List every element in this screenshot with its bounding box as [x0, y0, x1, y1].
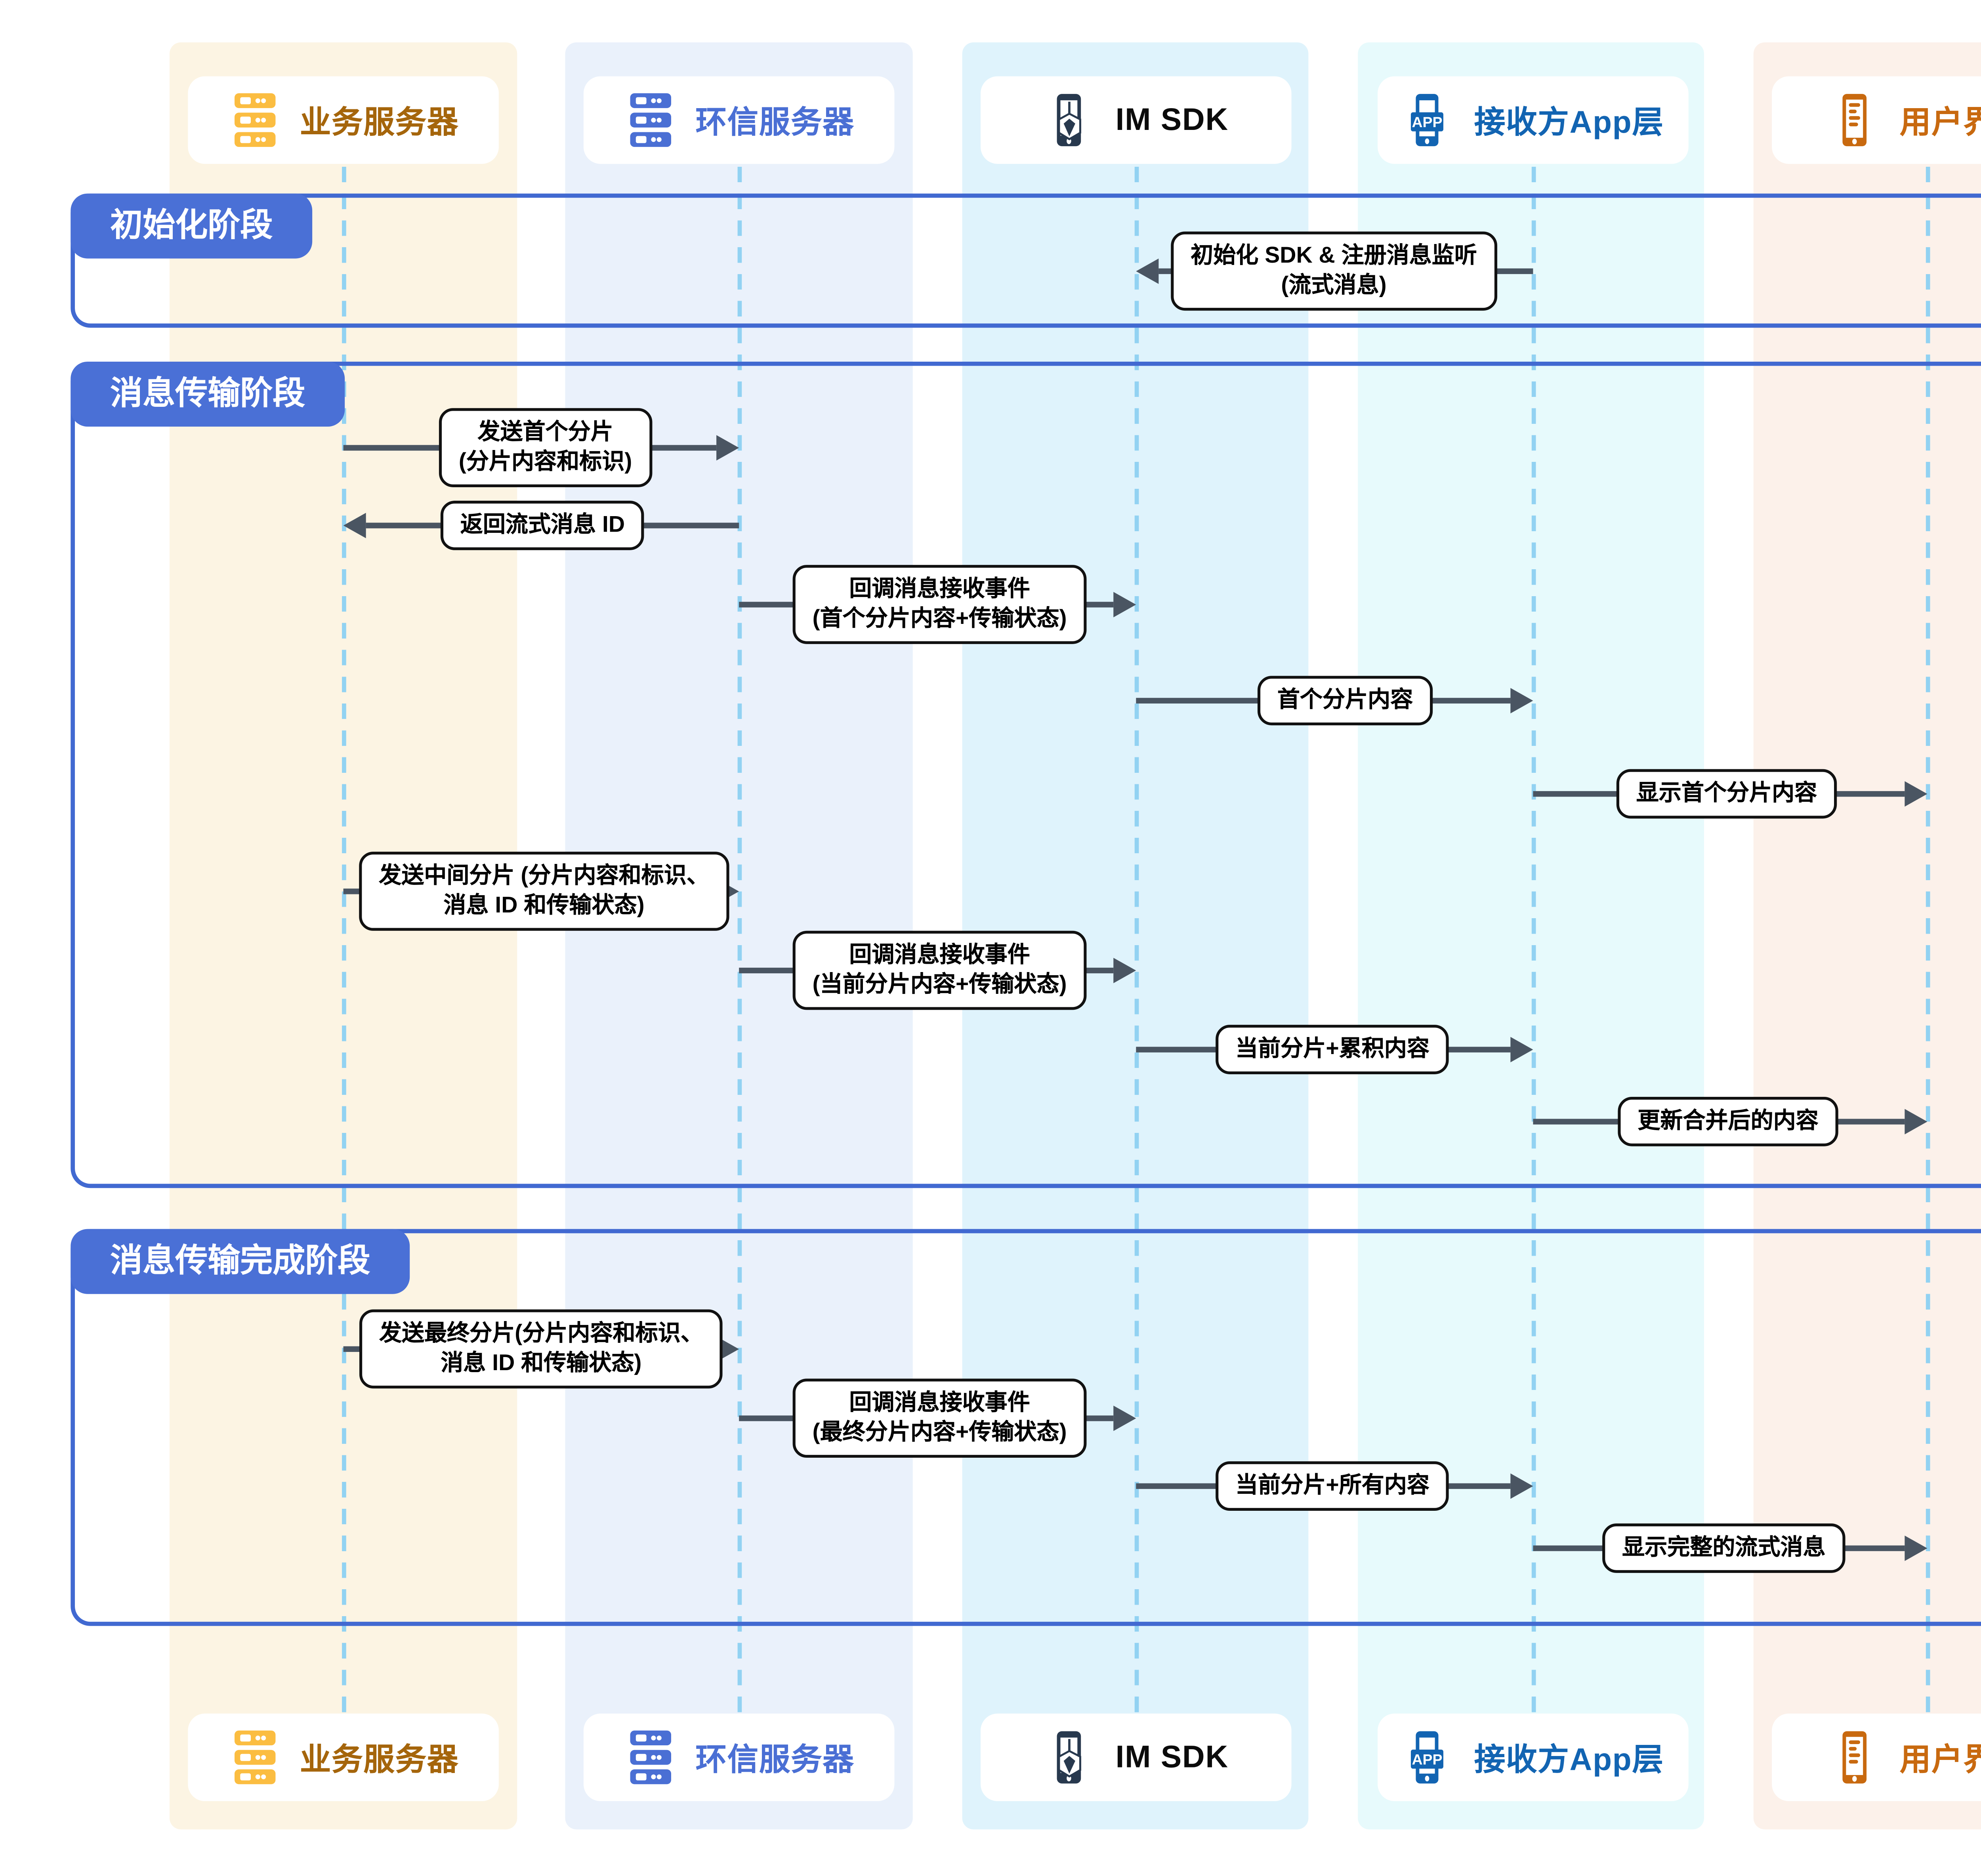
- message-label: 显示完整的流式消息: [1602, 1523, 1845, 1573]
- participant-easemob-server-bottom: 环信服务器: [583, 1713, 895, 1802]
- message-label: 更新合并后的内容: [1618, 1097, 1838, 1147]
- message-label: 发送中间分片 (分片内容和标识、 消息 ID 和传输状态): [359, 852, 729, 931]
- participant-receiver-app-layer: APP 接收方App层: [1378, 76, 1689, 164]
- arrow-right-icon: [1510, 688, 1533, 713]
- arrow-left-icon: [343, 513, 366, 538]
- message-label: 返回流式消息 ID: [440, 501, 645, 551]
- message-label: 发送最终分片(分片内容和标识、 消息 ID 和传输状态): [359, 1309, 723, 1389]
- phone-sdk-icon: [1044, 92, 1100, 149]
- phase-box-transfer: [71, 361, 1981, 1188]
- server-icon: [228, 92, 284, 149]
- participant-user-interface-bottom: 用户界面: [1772, 1713, 1981, 1802]
- phone-app-icon: APP: [1402, 92, 1459, 149]
- participant-label: 业务服务器: [300, 1742, 459, 1777]
- arrow-right-icon: [1510, 1037, 1533, 1062]
- arrow-right-icon: [1905, 781, 1928, 807]
- participant-business-server: 业务服务器: [188, 76, 499, 164]
- arrow-right-icon: [1905, 1109, 1928, 1134]
- phase-label-complete: 消息传输完成阶段: [71, 1229, 410, 1294]
- phase-box-init: [71, 193, 1981, 328]
- participant-label: 接收方App层: [1474, 1742, 1664, 1777]
- arrow-right-icon: [1510, 1473, 1533, 1499]
- arrow-left-icon: [1136, 258, 1159, 284]
- participant-label: 用户界面: [1899, 104, 1981, 140]
- phase-label-transfer: 消息传输阶段: [71, 361, 345, 426]
- participant-label: 环信服务器: [695, 1742, 855, 1777]
- message-label: 首个分片内容: [1257, 676, 1433, 726]
- phase-label-init: 初始化阶段: [71, 193, 313, 258]
- svg-text:APP: APP: [1412, 1751, 1443, 1767]
- arrow-right-icon: [716, 435, 739, 461]
- message-label: 发送首个分片 (分片内容和标识): [439, 408, 652, 488]
- message-label: 当前分片+累积内容: [1216, 1025, 1449, 1075]
- server-icon: [624, 1729, 680, 1786]
- phone-sdk-icon: [1044, 1729, 1100, 1786]
- svg-text:APP: APP: [1412, 114, 1443, 130]
- message-label: 初始化 SDK & 注册消息监听 (流式消息): [1171, 231, 1497, 311]
- arrow-right-icon: [1113, 1405, 1136, 1431]
- participant-easemob-server: 环信服务器: [583, 76, 895, 164]
- participant-label: 用户界面: [1899, 1742, 1981, 1777]
- lifeline-im-sdk: [1134, 166, 1138, 1714]
- message-label: 回调消息接收事件 (当前分片内容+传输状态): [792, 930, 1087, 1010]
- message-label: 当前分片+所有内容: [1216, 1461, 1449, 1511]
- arrow-right-icon: [1905, 1535, 1928, 1561]
- participant-label: 接收方App层: [1474, 104, 1664, 140]
- server-icon: [228, 1729, 284, 1786]
- lifeline-user-interface: [1925, 166, 1929, 1714]
- participant-receiver-app-layer-bottom: APP 接收方App层: [1378, 1713, 1689, 1802]
- server-icon: [624, 92, 680, 149]
- message-label: 回调消息接收事件 (首个分片内容+传输状态): [792, 565, 1087, 644]
- message-label: 回调消息接收事件 (最终分片内容+传输状态): [792, 1378, 1087, 1458]
- participant-label: IM SDK: [1115, 101, 1229, 137]
- arrow-right-icon: [1113, 592, 1136, 618]
- message-label: 显示首个分片内容: [1616, 769, 1837, 819]
- participant-label: 业务服务器: [300, 104, 459, 140]
- participant-im-sdk: IM SDK: [981, 76, 1292, 164]
- participant-label: 环信服务器: [695, 104, 855, 140]
- lifeline-easemob-server: [737, 166, 741, 1714]
- phone-ui-icon: [1828, 92, 1884, 149]
- participant-im-sdk-bottom: IM SDK: [981, 1713, 1292, 1802]
- participant-business-server-bottom: 业务服务器: [188, 1713, 499, 1802]
- participant-label: IM SDK: [1115, 1739, 1229, 1775]
- arrow-right-icon: [1113, 957, 1136, 984]
- phone-app-icon: APP: [1402, 1729, 1459, 1786]
- participant-user-interface: 用户界面: [1772, 76, 1981, 164]
- phase-box-complete: [71, 1229, 1981, 1626]
- lifeline-business-server: [341, 166, 345, 1714]
- lifeline-receiver-app-layer: [1531, 166, 1535, 1714]
- phone-ui-icon: [1828, 1729, 1884, 1786]
